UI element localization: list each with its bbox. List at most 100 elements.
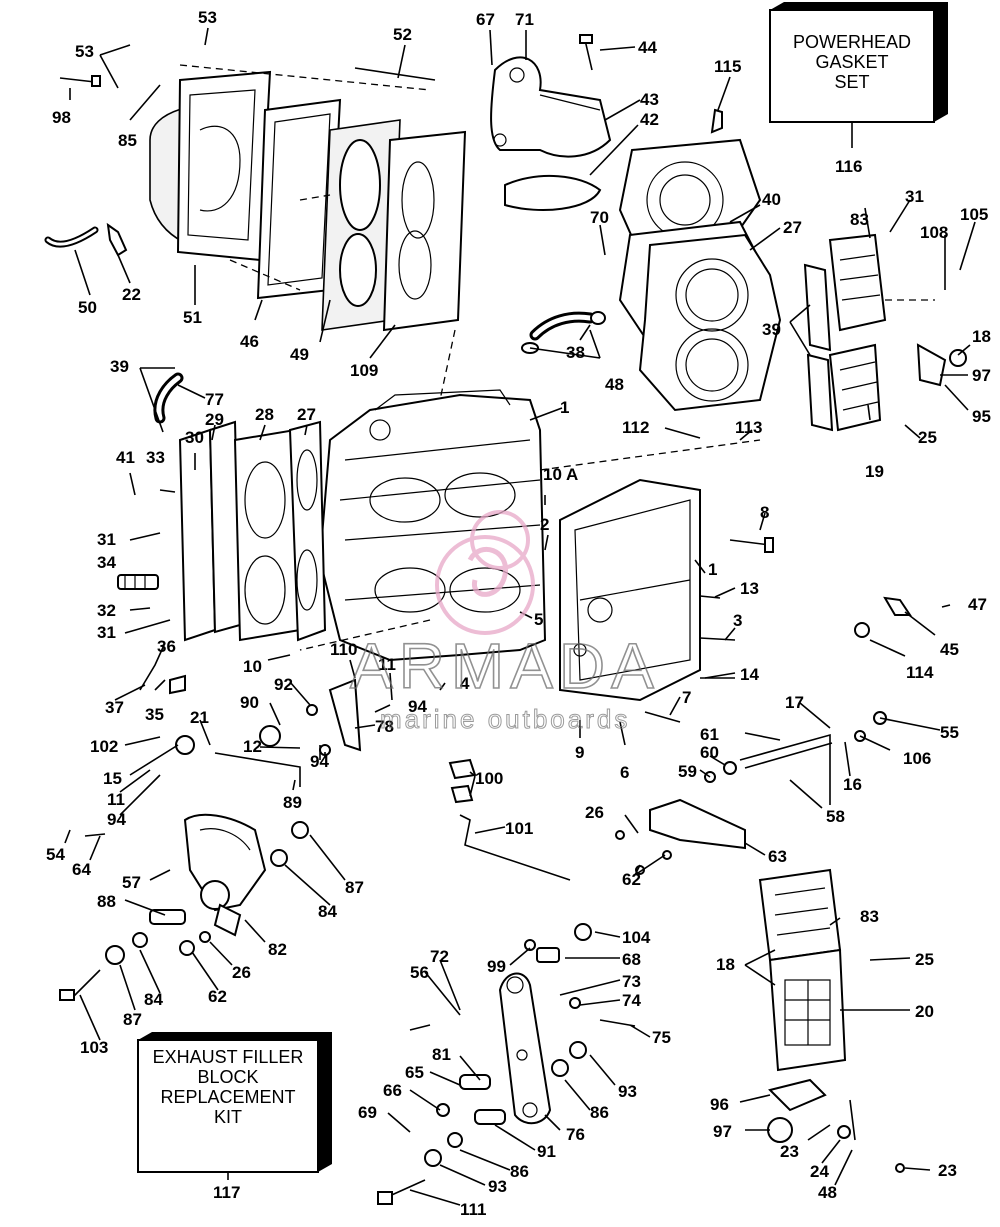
rod-101 bbox=[459, 814, 571, 881]
callout-16: 16 bbox=[843, 775, 862, 794]
callout-58: 58 bbox=[826, 807, 845, 826]
watermark-brand: ARMADA bbox=[350, 630, 660, 702]
callout-18b: 18 bbox=[716, 955, 735, 974]
callout-17: 17 bbox=[785, 693, 804, 712]
callout-113: 113 bbox=[735, 418, 762, 437]
callout-52: 52 bbox=[393, 25, 412, 44]
callout-61: 61 bbox=[700, 725, 719, 744]
callout-74: 74 bbox=[622, 991, 641, 1010]
callout-55: 55 bbox=[940, 723, 959, 742]
callout-103: 103 bbox=[80, 1038, 108, 1057]
callout-85: 85 bbox=[118, 131, 137, 150]
callout-3: 3 bbox=[733, 611, 742, 630]
callout-9: 9 bbox=[575, 743, 584, 762]
callout-96: 96 bbox=[710, 1095, 729, 1114]
callout-104: 104 bbox=[622, 928, 651, 947]
callout-41: 41 bbox=[116, 448, 135, 467]
callout-35: 35 bbox=[145, 705, 164, 724]
callout-89: 89 bbox=[283, 793, 302, 812]
callout-33: 33 bbox=[146, 448, 165, 467]
callout-63: 63 bbox=[768, 847, 787, 866]
callout-62b: 62 bbox=[208, 987, 227, 1006]
callout-56: 56 bbox=[410, 963, 429, 982]
callout-93b: 93 bbox=[488, 1177, 507, 1196]
callout-31c: 31 bbox=[97, 623, 116, 642]
crankcase-block bbox=[299, 329, 547, 662]
callout-23b: 23 bbox=[938, 1161, 957, 1180]
hose-38 bbox=[521, 311, 606, 354]
callout-86a: 86 bbox=[590, 1103, 609, 1122]
callout-15: 15 bbox=[103, 769, 122, 788]
callout-72: 72 bbox=[430, 947, 449, 966]
callout-78: 78 bbox=[375, 717, 394, 736]
callout-62a: 62 bbox=[622, 870, 641, 889]
thermostat-housing bbox=[490, 56, 612, 211]
callout-94c: 94 bbox=[107, 810, 126, 829]
callout-71: 71 bbox=[515, 10, 534, 29]
kit-powerhead-gasket-set: POWERHEAD GASKET SET bbox=[769, 2, 948, 148]
callout-112: 112 bbox=[622, 418, 649, 437]
transfer-cover-group bbox=[178, 420, 327, 642]
callout-22: 22 bbox=[122, 285, 141, 304]
exhaust-cover-group bbox=[149, 64, 467, 332]
callout-39a: 48 bbox=[605, 375, 624, 394]
callout-73: 73 bbox=[622, 972, 641, 991]
kit-powerhead-line-1: POWERHEAD bbox=[793, 32, 911, 52]
watermark: ARMADA marine outboards bbox=[349, 510, 660, 735]
reed-plate-lower bbox=[758, 868, 847, 1072]
callout-25b: 25 bbox=[915, 950, 934, 969]
callout-labels: 53 53 98 85 52 67 71 44 115 43 42 116 40… bbox=[46, 8, 991, 1219]
callout-26a: 26 bbox=[585, 803, 604, 822]
callout-57: 57 bbox=[122, 873, 141, 892]
callout-43: 43 bbox=[640, 90, 659, 109]
callout-75: 75 bbox=[652, 1028, 671, 1047]
callout-26b: 26 bbox=[232, 963, 251, 982]
callout-64: 64 bbox=[72, 860, 91, 879]
callout-90: 90 bbox=[240, 693, 259, 712]
watermark-tagline: marine outboards bbox=[380, 704, 630, 734]
callout-28: 28 bbox=[255, 405, 274, 424]
hose-77 bbox=[153, 372, 184, 424]
throttle-cam-82 bbox=[183, 813, 267, 937]
callout-116: 116 bbox=[835, 157, 862, 176]
callout-91: 91 bbox=[537, 1142, 556, 1161]
callout-87b: 87 bbox=[123, 1010, 142, 1029]
callout-54: 54 bbox=[46, 845, 65, 864]
callout-94a: 94 bbox=[408, 697, 427, 716]
link-89 bbox=[214, 752, 301, 787]
callout-86b: 86 bbox=[510, 1162, 529, 1181]
callout-48b: 48 bbox=[818, 1183, 837, 1202]
callout-65: 65 bbox=[405, 1063, 424, 1082]
callout-27b: 27 bbox=[297, 405, 316, 424]
callout-45: 45 bbox=[940, 640, 959, 659]
callout-51: 51 bbox=[183, 308, 202, 327]
callout-83b: 83 bbox=[860, 907, 879, 926]
kit-powerhead-line-3: SET bbox=[834, 72, 869, 92]
callout-18a: 39 bbox=[762, 320, 781, 339]
callout-67: 67 bbox=[476, 10, 495, 29]
callout-42: 42 bbox=[640, 110, 659, 129]
callout-53b: 53 bbox=[75, 42, 94, 61]
callout-97b: 97 bbox=[713, 1122, 732, 1141]
callout-21: 21 bbox=[190, 708, 209, 727]
callout-7: 7 bbox=[682, 688, 691, 707]
callout-2: 2 bbox=[540, 515, 549, 534]
callout-30: 30 bbox=[185, 428, 204, 447]
callout-98: 98 bbox=[52, 108, 71, 127]
callout-40: 40 bbox=[762, 190, 781, 209]
callout-111: 111 bbox=[460, 1200, 487, 1219]
callout-20: 20 bbox=[915, 1002, 934, 1021]
callout-97a: 18 bbox=[972, 327, 991, 346]
callout-10A: 10 A bbox=[543, 465, 578, 484]
callout-36: 36 bbox=[157, 637, 176, 656]
callout-34: 34 bbox=[97, 553, 116, 572]
callout-102: 102 bbox=[90, 737, 118, 756]
callout-14: 14 bbox=[740, 665, 759, 684]
callout-13: 13 bbox=[740, 579, 759, 598]
callout-19: 19 bbox=[865, 462, 884, 481]
callout-95: 97 bbox=[972, 366, 991, 385]
callout-117: 117 bbox=[213, 1183, 240, 1202]
callout-94b: 94 bbox=[310, 752, 329, 771]
callout-24: 24 bbox=[810, 1162, 829, 1181]
